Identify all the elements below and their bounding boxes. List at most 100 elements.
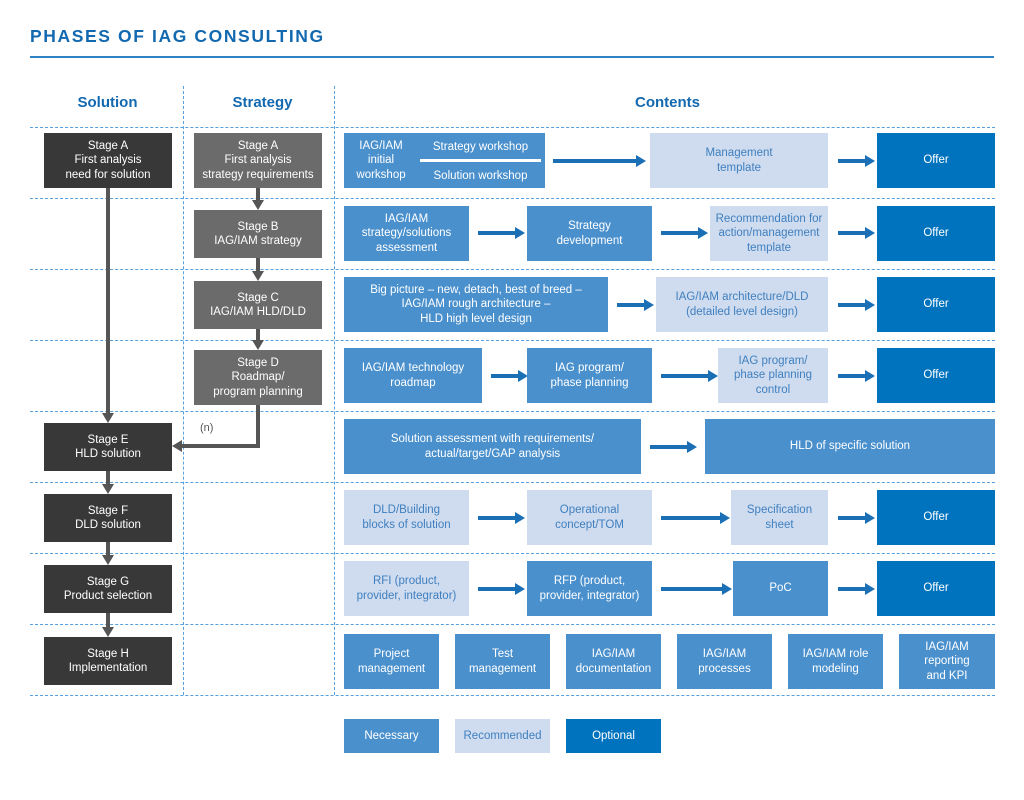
row-separator-4 <box>30 411 995 412</box>
row7-rfi[interactable]: RFI (product,provider, integrator) <box>344 561 469 616</box>
box-label: Offer <box>923 227 949 240</box>
row3-architecture[interactable]: IAG/IAM architecture/DLD(detailed level … <box>656 277 828 332</box>
box-label: RFP (product,provider, integrator) <box>539 575 640 602</box>
row3-offer[interactable]: Offer <box>877 277 995 332</box>
arrow-row4-3 <box>838 370 875 382</box>
arrow-row6-3 <box>838 512 875 524</box>
box-label: Offer <box>923 298 949 311</box>
row-separator-2 <box>30 269 995 270</box>
box-label: Offer <box>923 582 949 595</box>
row-separator-3 <box>30 340 995 341</box>
row1-strategy-workshop-label: Strategy workshop <box>432 141 529 153</box>
row6-offer[interactable]: Offer <box>877 490 995 545</box>
arrow-row2-1 <box>478 227 525 239</box>
row-separator-5 <box>30 482 995 483</box>
arrow-strategy-b-to-c <box>252 258 264 281</box>
row2-offer[interactable]: Offer <box>877 206 995 261</box>
row1-workshop-divider <box>420 159 541 162</box>
row-separator-7 <box>30 624 995 625</box>
arrow-row4-2 <box>661 370 718 382</box>
row7-poc[interactable]: PoC <box>733 561 828 616</box>
row-separator-8 <box>30 695 995 696</box>
box-label: Big picture – new, detach, best of breed… <box>370 283 582 325</box>
arrow-row3-1 <box>617 299 654 311</box>
legend-item-recommended[interactable]: Recommended <box>455 719 550 753</box>
arrow-row3-2 <box>838 299 875 311</box>
arrow-row7-3 <box>838 583 875 595</box>
column-header-strategy: Strategy <box>232 94 293 111</box>
row5-solution-assessment[interactable]: Solution assessment with requirements/ac… <box>344 419 641 474</box>
arrow-solution-f-to-g <box>102 542 114 565</box>
title-underline <box>30 56 994 58</box>
row7-offer[interactable]: Offer <box>877 561 995 616</box>
row1-offer[interactable]: Offer <box>877 133 995 188</box>
loop-count-label: (n) <box>200 422 214 434</box>
arrow-row2-2 <box>661 227 708 239</box>
legend-label: Necessary <box>364 730 419 742</box>
arrow-row5-1 <box>650 441 697 453</box>
arrow-solution-e-to-f <box>102 471 114 494</box>
row7-rfp[interactable]: RFP (product,provider, integrator) <box>527 561 652 616</box>
box-label: Solution assessment with requirements/ac… <box>390 433 595 460</box>
row4-phase-planning[interactable]: IAG program/phase planning <box>527 348 652 403</box>
arrow-solution-g-to-h <box>102 613 114 637</box>
arrow-row4-1 <box>491 370 528 382</box>
arrow-row6-1 <box>478 512 525 524</box>
legend-item-optional[interactable]: Optional <box>566 719 661 753</box>
legend-item-necessary[interactable]: Necessary <box>344 719 439 753</box>
legend-label: Optional <box>592 730 635 742</box>
column-separator-2 <box>334 86 335 695</box>
column-header-contents: Contents <box>635 94 700 111</box>
arrow-row7-1 <box>478 583 525 595</box>
arrow-row1-2 <box>838 155 875 167</box>
loop-line-vertical <box>256 405 260 448</box>
row3-big-picture[interactable]: Big picture – new, detach, best of breed… <box>344 277 608 332</box>
row5-hld-specific-solution[interactable]: HLD of specific solution <box>705 419 995 474</box>
row4-offer[interactable]: Offer <box>877 348 995 403</box>
arrow-solution-a-to-e <box>102 188 114 423</box>
